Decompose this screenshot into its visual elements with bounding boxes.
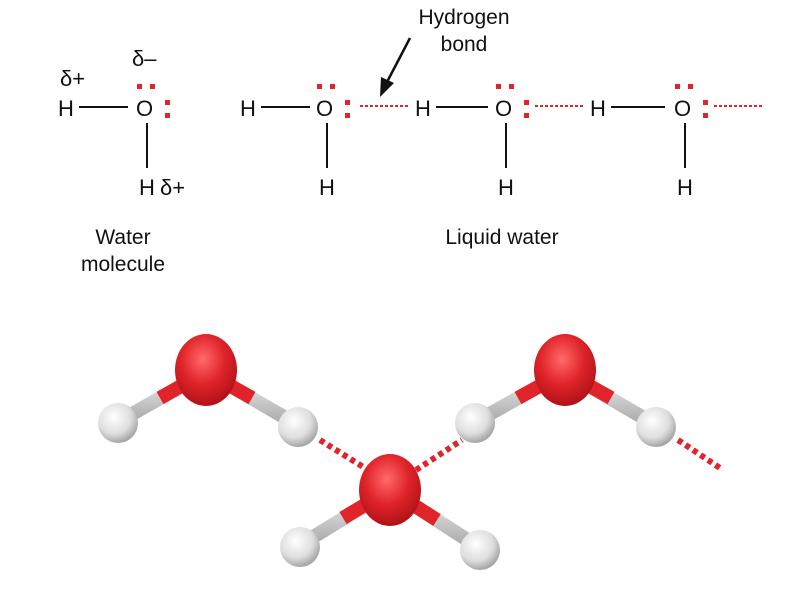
oxygen-ball [534, 334, 596, 406]
arrow-head-icon [380, 77, 394, 97]
water-model-3 [455, 334, 676, 447]
caption-water: Water [95, 226, 150, 249]
water-model-2 [280, 454, 500, 570]
oxygen-atom: O [674, 96, 691, 121]
hydrogen-ball [636, 407, 676, 447]
hydrogen-bond-3d [318, 437, 370, 473]
hydrogen-atom: H [415, 96, 431, 121]
hydrogen-atom: H [240, 96, 256, 121]
hydrogen-bond-3d [414, 437, 464, 473]
delta-minus-label: δ– [132, 46, 157, 71]
water-molecule-structure: δ+ δ– H O H δ+ Water molecule [58, 46, 185, 276]
hydrogen-atom-bottom: H [139, 175, 155, 200]
callout-hydrogen: Hydrogen [418, 6, 509, 29]
delta-plus-label: δ+ [60, 66, 85, 91]
delta-plus-label: δ+ [160, 175, 185, 200]
molecule-2: H O H [415, 84, 529, 200]
hydrogen-atom: H [319, 175, 335, 200]
ball-and-stick-model [98, 334, 722, 570]
caption-molecule: molecule [81, 253, 165, 276]
liquid-water-structure: Hydrogen bond H O H H O H H O [240, 6, 762, 249]
hydrogen-atom-left: H [58, 96, 74, 121]
lone-pair-dots [137, 84, 170, 118]
molecule-1: H O H [240, 84, 350, 200]
hydrogen-atom: H [498, 175, 514, 200]
oxygen-atom: O [316, 96, 333, 121]
hydrogen-ball [460, 530, 500, 570]
hydrogen-ball [278, 407, 318, 447]
caption-liquid-water: Liquid water [445, 226, 558, 249]
oxygen-atom: O [136, 96, 153, 121]
water-model-1 [98, 334, 318, 447]
molecule-3: H O H [590, 84, 708, 200]
hydrogen-ball [455, 403, 495, 443]
hydrogen-atom: H [677, 175, 693, 200]
callout-bond: bond [441, 33, 488, 56]
hydrogen-ball [98, 403, 138, 443]
oxygen-ball [359, 454, 421, 526]
hydrogen-ball [280, 527, 320, 567]
hydrogen-bond-3d [676, 437, 722, 471]
hydrogen-atom: H [590, 96, 606, 121]
oxygen-atom: O [495, 96, 512, 121]
callout-arrow [385, 37, 412, 83]
oxygen-ball [175, 334, 237, 406]
